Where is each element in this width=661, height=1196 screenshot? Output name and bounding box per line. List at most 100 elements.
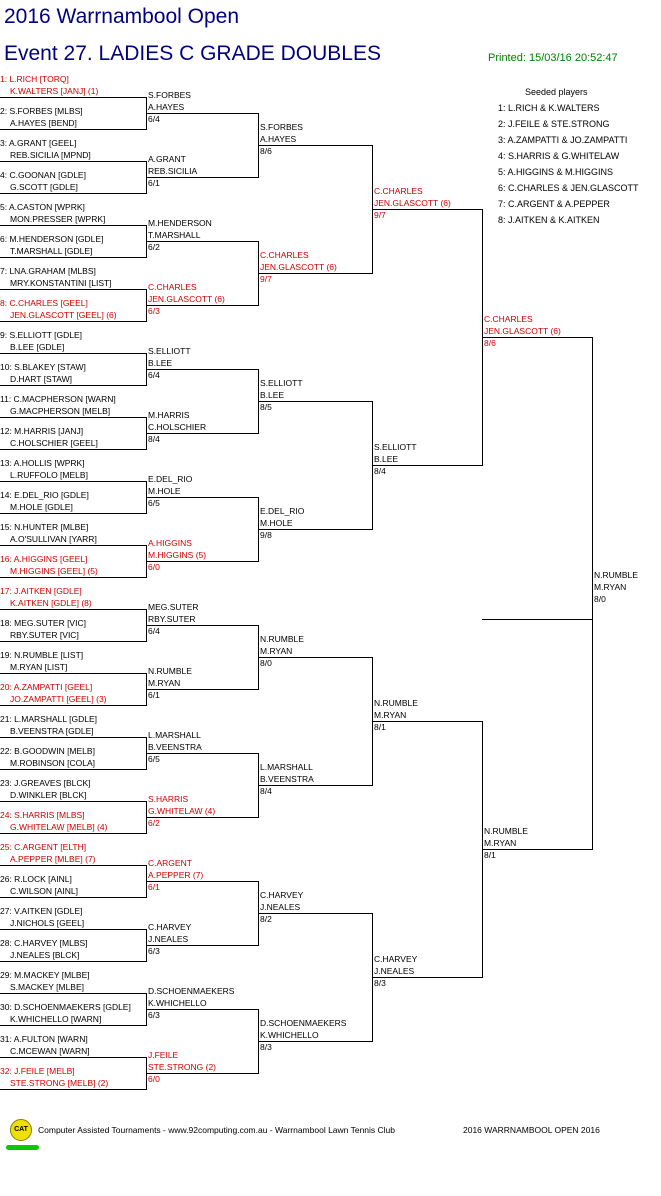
match-winner-a: C.ARGENT [148, 858, 192, 868]
match-score: 8/2 [260, 914, 272, 924]
draw-line [0, 417, 147, 418]
entry-player-a: 27: V.AITKEN [GDLE] [0, 906, 83, 916]
seed-entry: 8: J.AITKEN & K.AITKEN [498, 215, 600, 225]
match-score: 8/0 [260, 658, 272, 668]
draw-line [0, 929, 147, 930]
match-winner-a: C.HARVEY [148, 922, 192, 932]
match-winner-a: D.SCHOENMAEKERS [260, 1018, 347, 1028]
entry-player-a: 32: J.FEILE [MELB] [0, 1066, 75, 1076]
match-score: 8/6 [260, 146, 272, 156]
match-winner-a: E.DEL_RIO [260, 506, 305, 516]
draw-line [146, 305, 259, 306]
entry-player-a: 30: D.SCHOENMAEKERS [GDLE] [0, 1002, 131, 1012]
draw-line [0, 193, 147, 194]
entry-player-a: 13: A.HOLLIS [WPRK] [0, 458, 85, 468]
match-score: 8/5 [260, 402, 272, 412]
match-score: 8/4 [148, 434, 160, 444]
entry-player-b: RBY.SUTER [VIC] [10, 630, 79, 640]
entry-player-b: J.NEALES [BLCK] [10, 950, 80, 960]
match-winner-a: C.HARVEY [260, 890, 304, 900]
match-score: 6/1 [148, 178, 160, 188]
match-winner-a: N.RUMBLE [148, 666, 192, 676]
seed-entry: 3: A.ZAMPATTI & JO.ZAMPATTI [498, 135, 628, 145]
match-winner-b: M.RYAN [374, 710, 407, 720]
draw-line [258, 273, 373, 274]
draw-line [0, 385, 147, 386]
match-score: 6/1 [148, 882, 160, 892]
printed-timestamp: Printed: 15/03/16 20:52:47 [488, 52, 618, 64]
draw-line [146, 881, 259, 882]
entry-player-b: B.LEE [GDLE] [10, 342, 65, 352]
match-winner-a: S.ELLIOTT [374, 442, 417, 452]
draw-line [372, 465, 483, 466]
match-winner-b: JEN.GLASCOTT (6) [484, 326, 561, 336]
match-score: 9/7 [260, 274, 272, 284]
entry-player-b: M.ROBINSON [COLA] [10, 758, 96, 768]
match-score: 8/4 [374, 466, 386, 476]
match-winner-a: N.RUMBLE [374, 698, 418, 708]
draw-line [258, 913, 373, 914]
entry-player-b: G.SCOTT [GDLE] [10, 182, 78, 192]
draw-line [0, 545, 147, 546]
entry-player-b: C.WILSON [AINL] [10, 886, 79, 896]
match-winner-b: M.HIGGINS (5) [148, 550, 207, 560]
match-winner-b: JEN.GLASCOTT (6) [374, 198, 451, 208]
draw-line [146, 561, 259, 562]
draw-line [0, 161, 147, 162]
entry-player-a: 22: B.GOODWIN [MELB] [0, 746, 95, 756]
draw-line [146, 433, 259, 434]
draw-line [0, 769, 147, 770]
draw-line [146, 945, 259, 946]
match-winner-a: MEG.SUTER [148, 602, 199, 612]
match-winner-a: A.HIGGINS [148, 538, 192, 548]
draw-line [0, 289, 147, 290]
match-score: 6/4 [148, 370, 160, 380]
match-score: 6/4 [148, 626, 160, 636]
tournament-title: 2016 Warrnambool Open [4, 5, 240, 28]
match-winner-b: B.LEE [148, 358, 173, 368]
draw-line [0, 353, 147, 354]
entry-player-a: 10: S.BLAKEY [STAW] [0, 362, 86, 372]
match-winner-a: C.CHARLES [148, 282, 197, 292]
draw-line [258, 529, 373, 530]
draw-line [0, 673, 147, 674]
entry-player-a: 1: L.RICH [TORQ] [0, 74, 69, 84]
match-score: 6/4 [148, 114, 160, 124]
draw-line [0, 801, 147, 802]
entry-player-a: 18: MEG.SUTER [VIC] [0, 618, 86, 628]
draw-line [0, 737, 147, 738]
entry-player-a: 25: C.ARGENT [ELTH] [0, 842, 87, 852]
match-winner-b: G.WHITELAW (4) [148, 806, 216, 816]
draw-line [0, 481, 147, 482]
entry-player-a: 14: E.DEL_RIO [GDLE] [0, 490, 89, 500]
draw-line [0, 97, 147, 98]
final-box-right [592, 593, 593, 620]
draw-line [258, 785, 373, 786]
match-winner-a: N.RUMBLE [484, 826, 528, 836]
match-winner-b: J.NEALES [374, 966, 415, 976]
match-score: 9/7 [374, 210, 386, 220]
seed-entry: 5: A.HIGGINS & M.HIGGINS [498, 167, 614, 177]
match-winner-b: JEN.GLASCOTT (6) [148, 294, 225, 304]
match-winner-a: M.HENDERSON [148, 218, 212, 228]
entry-player-a: 5: A.CASTON [WPRK] [0, 202, 85, 212]
event-title: Event 27. LADIES C GRADE DOUBLES [4, 42, 381, 65]
entry-player-b: K.WALTERS [JANJ] (1) [10, 86, 99, 96]
match-winner-b: STE.STRONG (2) [148, 1062, 217, 1072]
entry-player-a: 11: C.MACPHERSON [WARN] [0, 394, 116, 404]
draw-line [0, 1089, 147, 1090]
match-winner-a: N.RUMBLE [594, 570, 638, 580]
match-score: 6/2 [148, 818, 160, 828]
entry-player-b: A.HAYES [BEND] [10, 118, 77, 128]
entry-player-a: 6: M.HENDERSON [GDLE] [0, 234, 104, 244]
match-score: 6/3 [148, 306, 160, 316]
draw-line [0, 513, 147, 514]
draw-line [372, 977, 483, 978]
draw-line [146, 497, 259, 498]
entry-player-a: 19: N.RUMBLE [LIST] [0, 650, 84, 660]
entry-player-b: JO.ZAMPATTI [GEEL] (3) [10, 694, 107, 704]
draw-line [0, 609, 147, 610]
draw-line [146, 241, 259, 242]
entry-player-a: 23: J.GREAVES [BLCK] [0, 778, 91, 788]
match-winner-b: K.WHICHELLO [148, 998, 207, 1008]
